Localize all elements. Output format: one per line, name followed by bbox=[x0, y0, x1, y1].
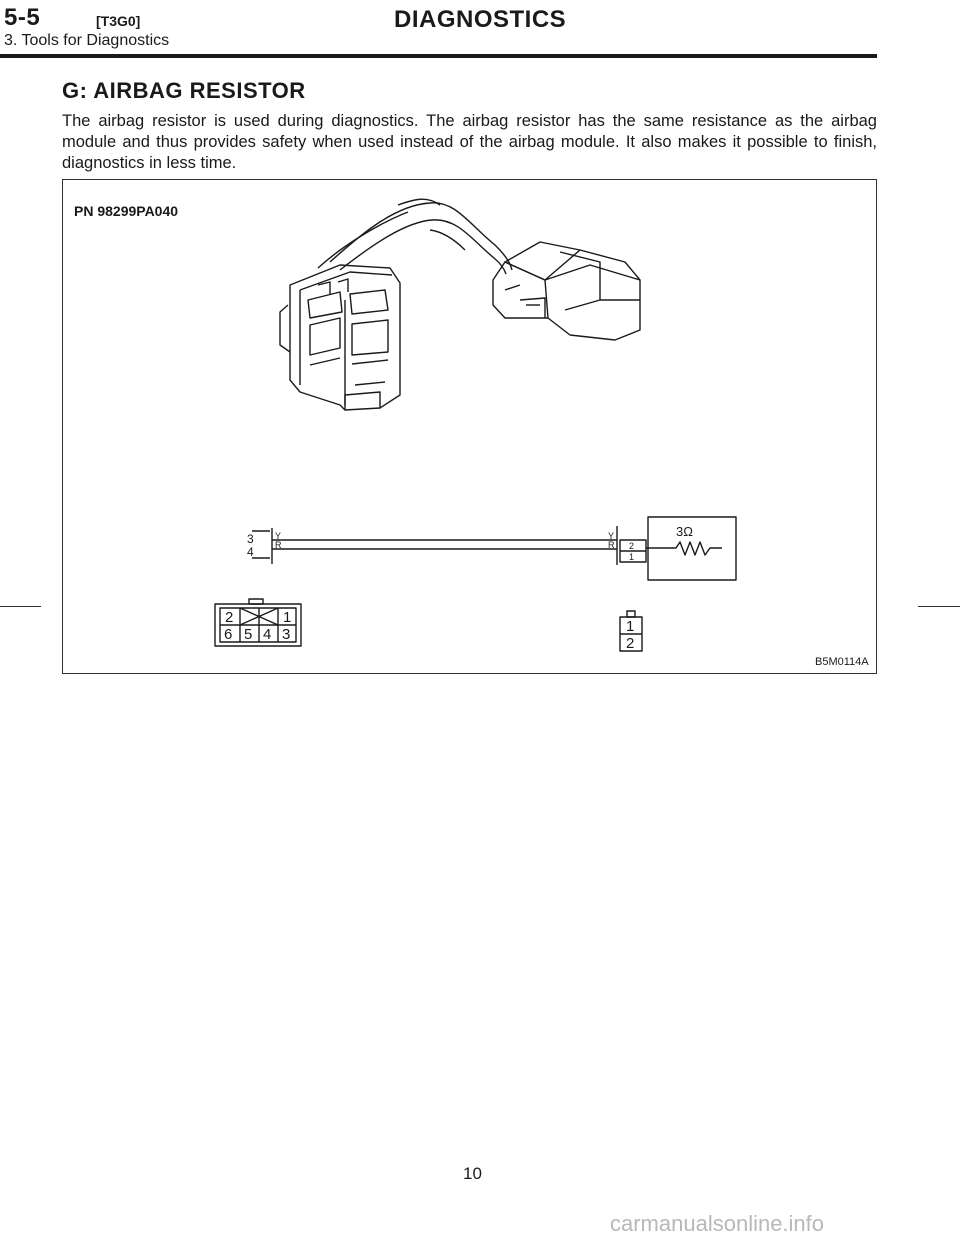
section-heading: G: AIRBAG RESISTOR bbox=[62, 78, 306, 103]
face-pin-2: 2 bbox=[225, 609, 233, 626]
face-pin-5: 5 bbox=[244, 626, 252, 643]
right-wire-red: R bbox=[608, 540, 615, 550]
face-pin-6: 6 bbox=[224, 626, 232, 643]
right-pin-2: 2 bbox=[629, 541, 634, 551]
page-number: 10 bbox=[463, 1164, 482, 1183]
page-subtitle: 3. Tools for Diagnostics bbox=[4, 32, 170, 49]
body-paragraph: The airbag resistor is used during diagn… bbox=[62, 112, 877, 172]
right-pin-1: 1 bbox=[629, 552, 634, 562]
margin-tick-left bbox=[0, 606, 41, 607]
section-number: 5-5 bbox=[4, 4, 41, 31]
page-title: DIAGNOSTICS bbox=[394, 6, 567, 33]
right-face-pin-2: 2 bbox=[626, 635, 634, 652]
face-pin-1: 1 bbox=[283, 609, 291, 626]
face-pin-4: 4 bbox=[263, 626, 271, 643]
section-code: [T3G0] bbox=[96, 13, 141, 29]
margin-tick-right bbox=[918, 606, 960, 607]
left-wire-red: R bbox=[275, 540, 282, 550]
watermark: carmanualsonline.info bbox=[610, 1211, 825, 1236]
left-pin-3: 3 bbox=[247, 532, 254, 546]
left-wire-yellow: Y bbox=[275, 531, 281, 541]
part-number-label: PN 98299PA040 bbox=[74, 203, 179, 219]
figure-code: B5M0114A bbox=[815, 656, 869, 668]
resistance-value: 3Ω bbox=[676, 524, 693, 539]
right-face-pin-1: 1 bbox=[626, 618, 634, 635]
figure-frame bbox=[62, 179, 877, 674]
right-wire-yellow: Y bbox=[608, 531, 614, 541]
face-pin-3: 3 bbox=[282, 626, 290, 643]
left-pin-4: 4 bbox=[247, 545, 254, 559]
header-rule bbox=[0, 54, 877, 58]
